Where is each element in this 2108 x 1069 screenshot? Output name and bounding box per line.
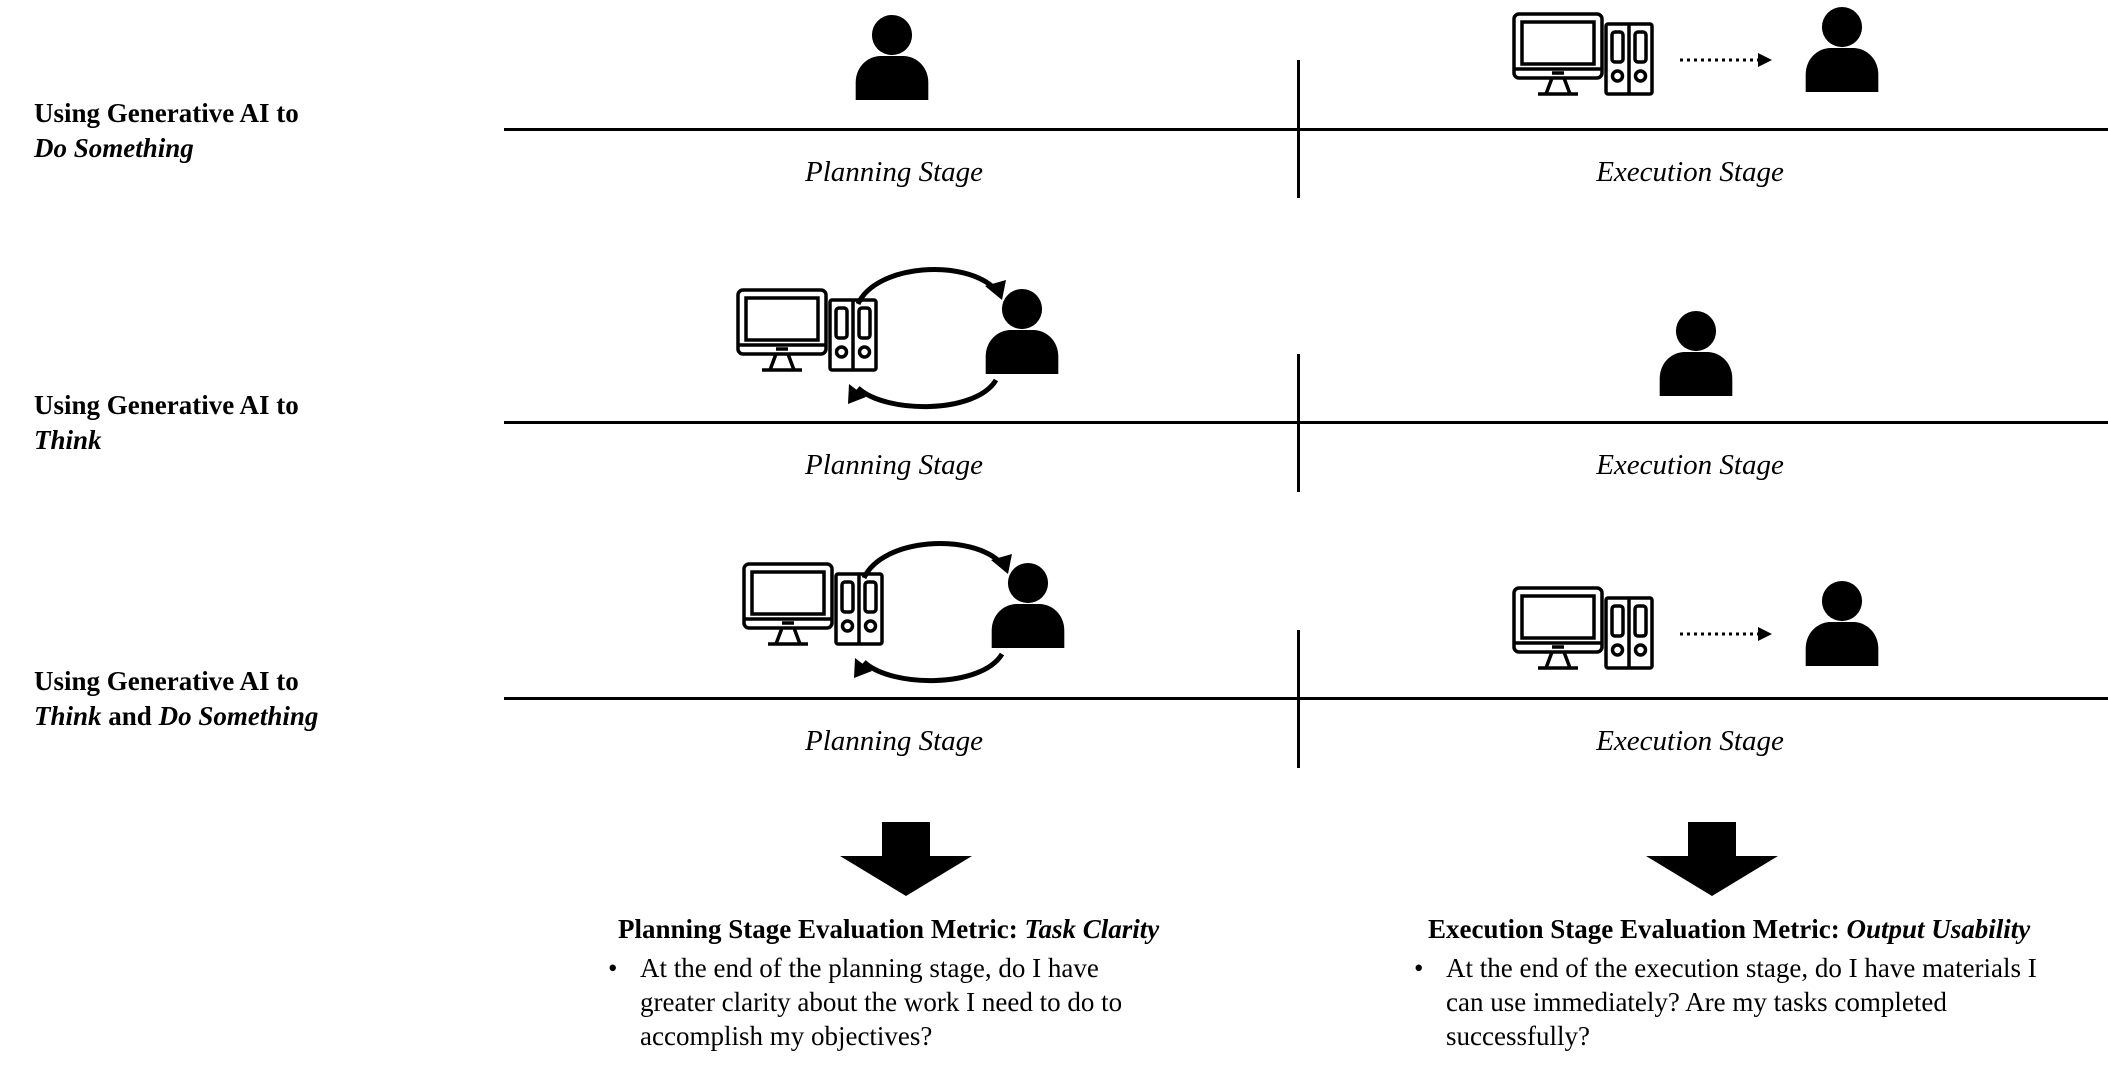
row-label-line2: Think and Do Something bbox=[34, 699, 318, 734]
stage-divider-horizontal bbox=[504, 697, 2108, 700]
stage-divider-vertical bbox=[1297, 60, 1300, 198]
bullet-icon: • bbox=[1414, 953, 1424, 983]
planning-metric-title-text: Planning Stage Evaluation Metric: bbox=[618, 914, 1025, 944]
bullet-icon: • bbox=[608, 953, 618, 983]
execution-bullet-line: At the end of the execution stage, do I … bbox=[1446, 953, 2037, 983]
dotted-arrow-icon bbox=[1680, 53, 1772, 67]
planning-bullet-line: At the end of the planning stage, do I h… bbox=[640, 953, 1099, 983]
planning-bullet-line: accomplish my objectives? bbox=[640, 1021, 933, 1051]
person-icon bbox=[991, 562, 1065, 648]
stage-divider-vertical bbox=[1297, 630, 1300, 768]
cycle-arrows-icon bbox=[848, 262, 1006, 412]
down-arrow-icon bbox=[1646, 822, 1778, 896]
row-label-line1: Using Generative AI to bbox=[34, 390, 299, 420]
planning-stage-label: Planning Stage bbox=[804, 156, 983, 188]
row-label-line1: Using Generative AI to bbox=[34, 98, 299, 128]
dotted-arrow-icon bbox=[1680, 627, 1772, 641]
row-label-do-something: Using Generative AI to Do Something bbox=[34, 96, 299, 166]
row-label-emphasis: Think bbox=[34, 425, 102, 455]
row-label-line1: Using Generative AI to bbox=[34, 666, 299, 696]
stage-divider-horizontal bbox=[504, 128, 2108, 131]
execution-stage-label: Execution Stage bbox=[1596, 725, 1784, 757]
planning-metric-bullet: • At the end of the planning stage, do I… bbox=[608, 951, 1168, 1061]
planning-metric-title: Planning Stage Evaluation Metric: Task C… bbox=[618, 914, 1159, 945]
execution-bullet-line: successfully? bbox=[1446, 1021, 1590, 1051]
person-icon bbox=[1805, 6, 1879, 92]
stage-divider-vertical bbox=[1297, 354, 1300, 492]
person-icon bbox=[1805, 580, 1879, 666]
row-label-line2: Do Something bbox=[34, 131, 299, 166]
row-label-think-and-do: Using Generative AI to Think and Do Some… bbox=[34, 664, 318, 734]
execution-bullet-line: can use immediately? Are my tasks comple… bbox=[1446, 987, 1947, 1017]
execution-stage-label: Execution Stage bbox=[1596, 449, 1784, 481]
row-label-emphasis: Do Something bbox=[34, 133, 194, 163]
row-label-connector: and bbox=[101, 701, 159, 731]
computer-icon bbox=[1512, 586, 1654, 670]
computer-icon bbox=[1512, 12, 1654, 96]
row-label-emphasis: Do Something bbox=[158, 701, 319, 731]
row-label-emphasis: Think bbox=[34, 701, 102, 731]
planning-bullet-line: greater clarity about the work I need to… bbox=[640, 987, 1123, 1017]
planning-stage-label: Planning Stage bbox=[804, 725, 983, 757]
person-icon bbox=[855, 14, 929, 100]
person-icon bbox=[1659, 310, 1733, 396]
stage-divider-horizontal bbox=[504, 421, 2108, 424]
row-label-think: Using Generative AI to Think bbox=[34, 388, 299, 458]
person-icon bbox=[985, 288, 1059, 374]
execution-metric-name: Output Usability bbox=[1846, 914, 2031, 944]
planning-stage-label: Planning Stage bbox=[804, 449, 983, 481]
planning-metric-name: Task Clarity bbox=[1024, 914, 1160, 944]
cycle-arrows-icon bbox=[854, 536, 1012, 686]
execution-metric-title-text: Execution Stage Evaluation Metric: bbox=[1428, 914, 1847, 944]
execution-metric-title: Execution Stage Evaluation Metric: Outpu… bbox=[1428, 914, 2030, 945]
execution-metric-bullet: • At the end of the execution stage, do … bbox=[1414, 951, 2104, 1061]
execution-stage-label: Execution Stage bbox=[1596, 156, 1784, 188]
down-arrow-icon bbox=[840, 822, 972, 896]
row-label-line2: Think bbox=[34, 423, 299, 458]
